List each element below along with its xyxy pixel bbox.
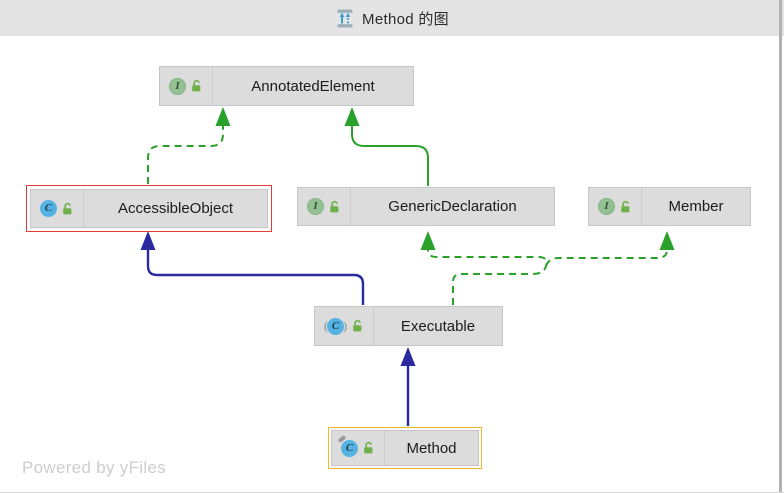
final-class-icon: C — [337, 434, 358, 457]
class-icon: C — [40, 200, 57, 217]
node-member[interactable]: I Member — [588, 187, 751, 226]
abstract-paren-left: ( — [323, 318, 328, 333]
edge-executable-member[interactable] — [545, 231, 675, 267]
yfiles-watermark: Powered by yFiles — [22, 458, 166, 477]
public-lock-icon — [362, 441, 375, 455]
interface-letter: I — [604, 200, 609, 212]
page-title: Method 的图 — [362, 10, 449, 28]
class-letter: C — [345, 441, 354, 454]
public-lock-icon — [190, 79, 203, 93]
public-lock-icon — [351, 319, 364, 333]
node-label: Executable — [400, 317, 476, 335]
edge-executable-genericdeclaration[interactable] — [420, 231, 548, 305]
interface-icon: I — [169, 77, 186, 95]
edge-accessibleobject-annotatedelement[interactable] — [147, 107, 231, 184]
diagram-icon — [337, 9, 353, 27]
node-method[interactable]: C Method — [328, 427, 482, 469]
interface-icon: I — [307, 198, 324, 215]
abstract-paren-right: ) — [343, 318, 348, 333]
node-label: AccessibleObject — [117, 200, 234, 217]
class-letter: C — [44, 202, 53, 214]
node-label: GenericDeclaration — [388, 198, 517, 215]
arrowhead-icon — [140, 231, 156, 250]
interface-icon: I — [598, 198, 615, 215]
node-label: Method — [406, 439, 457, 457]
node-accessible-object[interactable]: C AccessibleObject — [26, 185, 272, 232]
arrowhead-icon — [344, 107, 360, 126]
node-annotated-element[interactable]: I AnnotatedElement — [159, 66, 414, 106]
interface-letter: I — [313, 200, 318, 212]
right-scroll-strip[interactable] — [779, 0, 782, 492]
edge-genericdeclaration-annotatedelement[interactable] — [344, 107, 429, 186]
arrowhead-icon — [420, 231, 436, 250]
edge-method-executable[interactable] — [400, 347, 416, 426]
arrowhead-icon — [215, 107, 231, 126]
node-label: AnnotatedElement — [251, 77, 375, 95]
public-lock-icon — [61, 202, 74, 216]
node-executable[interactable]: ( C ) Executable — [314, 306, 503, 346]
interface-letter: I — [175, 79, 180, 92]
public-lock-icon — [619, 200, 632, 214]
diagram-title-bar: Method 的图 — [0, 0, 784, 36]
edge-executable-accessibleobject[interactable] — [140, 231, 365, 305]
node-label: Member — [668, 198, 724, 215]
node-generic-declaration[interactable]: I GenericDeclaration — [297, 187, 555, 226]
class-letter: C — [331, 319, 340, 332]
abstract-class-icon: ( C ) — [323, 317, 348, 335]
arrowhead-icon — [659, 231, 675, 250]
public-lock-icon — [328, 200, 341, 214]
arrowhead-icon — [400, 347, 416, 366]
